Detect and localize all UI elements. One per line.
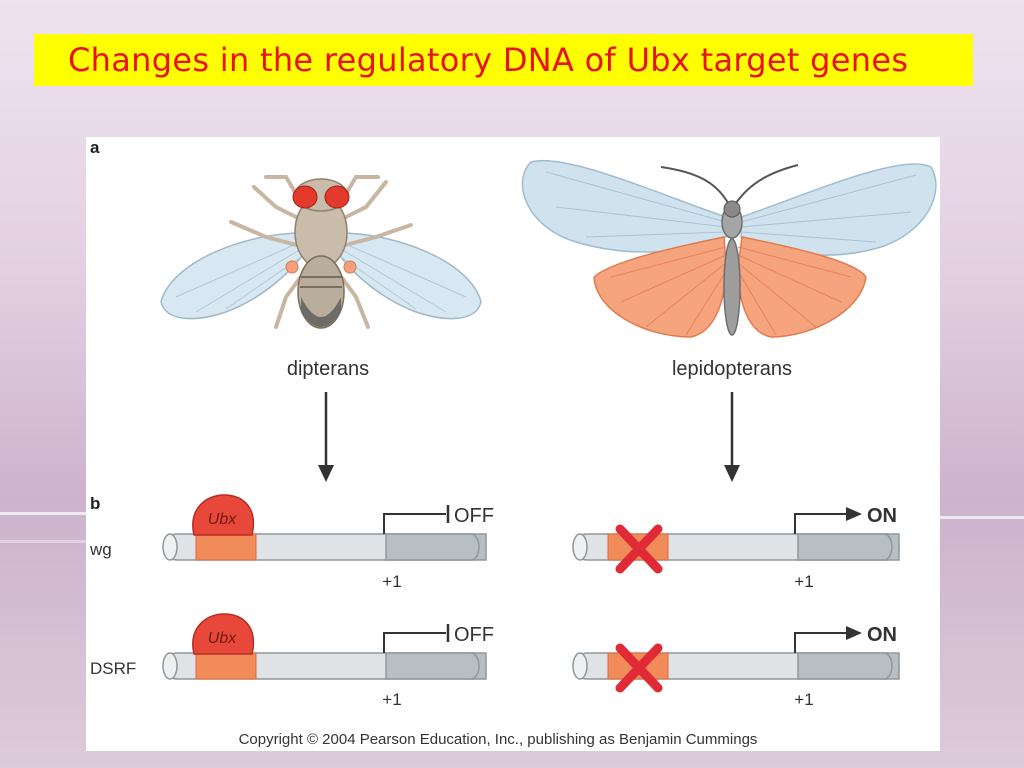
ubx-protein: Ubx [192,494,255,536]
tss-label: +1 [382,690,401,709]
arrow-down-icon [318,392,334,482]
ubx-protein: Ubx [192,613,255,655]
arrow-down-icon [724,392,740,482]
gene-row-wg-lepidopterans: ON +1 [572,505,900,591]
on-label: ON [867,505,897,527]
lepidopterans-label: lepidopterans [672,358,792,380]
ubx-label: Ubx [208,630,237,647]
on-label: ON [867,624,897,646]
ubx-label: Ubx [208,511,237,528]
tss-label: +1 [794,690,813,709]
off-label: OFF [454,624,494,646]
slide-title: Changes in the regulatory DNA of Ubx tar… [68,41,909,79]
figure-svg: a b [89,138,937,748]
decorative-streak [0,540,90,543]
gene-label-wg: wg [89,540,112,559]
dipterans-label: dipterans [287,358,369,380]
figure-panel: a b [86,137,940,751]
gene-row-dsrf-dipterans: DSRF Ubx OFF +1 [90,613,494,709]
panel-a-label: a [90,138,100,157]
gene-row-dsrf-lepidopterans: ON +1 [572,624,900,709]
panel-b-label: b [90,494,100,513]
fly-icon [160,175,482,329]
gene-label-dsrf: DSRF [90,659,136,678]
butterfly-icon [521,159,937,338]
x-mark-icon [615,524,663,574]
decorative-streak [0,512,90,515]
tss-label: +1 [382,572,401,591]
decorative-streak [940,516,1024,519]
x-mark-icon [615,643,663,693]
copyright-text: Copyright © 2004 Pearson Education, Inc.… [239,731,758,748]
title-banner: Changes in the regulatory DNA of Ubx tar… [34,34,973,86]
off-label: OFF [454,505,494,527]
tss-label: +1 [794,572,813,591]
gene-row-wg-dipterans: wg Ubx OFF +1 [89,494,494,591]
